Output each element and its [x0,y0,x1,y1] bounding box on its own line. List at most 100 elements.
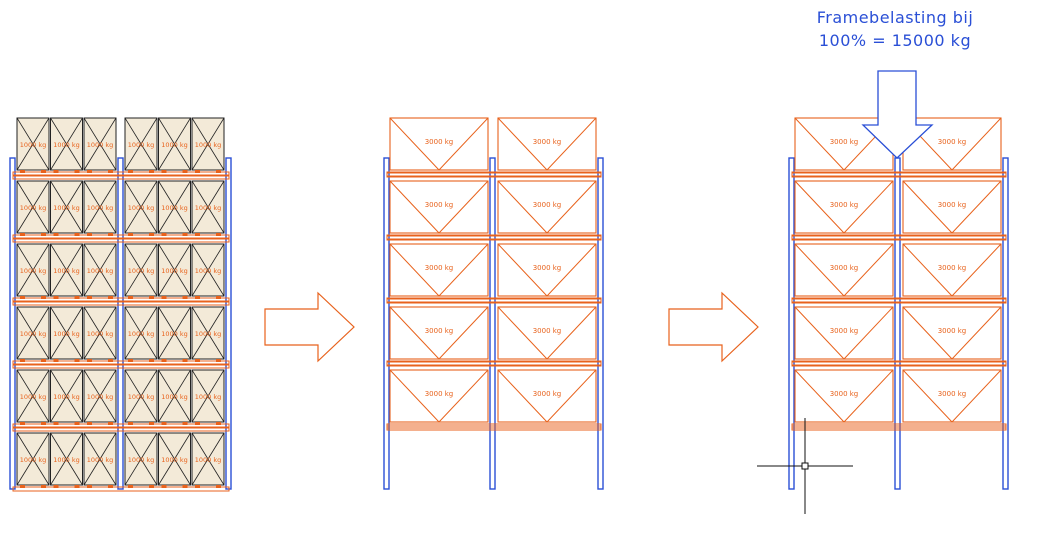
pallet-foot [195,422,200,425]
pallet-weight-label: 3000 kg [938,138,967,146]
pallet-foot [87,422,92,425]
pallet-cross-line [16,369,50,423]
pallet-foot [149,170,154,173]
pallet-large [389,306,489,360]
pallet-load-triangle [497,369,597,423]
pallet-load-triangle [497,306,597,360]
beam [791,361,1007,367]
pallet-load-triangle [902,180,1002,234]
pallet-weight-label: 3000 kg [425,138,454,146]
pallet-cross-line [124,432,158,486]
pallet-large [389,243,489,297]
pallet-load-triangle [902,243,1002,297]
pallet-weight-label: 1000 kg [195,141,222,149]
pallet-weight-label: 1000 kg [53,393,80,401]
pallet-foot [128,422,133,425]
pallet-foot [161,170,167,173]
pallet-foot [161,359,167,362]
pallet-weight-label: 1000 kg [128,141,155,149]
pallet-foot [216,422,221,425]
upright [489,157,496,490]
pallet-large [497,243,597,297]
pallet-weight-label: 3000 kg [830,390,859,398]
pallet-large [389,117,489,171]
pallet-weight-label: 1000 kg [195,330,222,338]
pallet-foot [108,296,113,299]
pallet-weight-label: 3000 kg [533,390,562,398]
beam [12,423,230,429]
pallet-large [902,243,1002,297]
pallet-cross-line [83,243,117,297]
pallet-load-triangle [497,243,597,297]
pallet-foot [41,170,46,173]
pallet-cross-line [50,180,83,234]
pallet-foot [216,170,221,173]
beam [12,300,230,306]
pallet-cross-line [158,306,191,360]
beam [386,172,602,178]
pallet-weight-label: 1000 kg [128,267,155,275]
beam [791,298,1007,304]
pallet-foot [20,233,25,236]
pallet-foot [149,296,154,299]
upright [894,157,901,490]
pallet-foot [161,296,167,299]
pallet-weight-label: 1000 kg [20,204,47,212]
pallet-weight-label: 1000 kg [195,456,222,464]
pallet-weight-label: 3000 kg [533,327,562,335]
pallet-load-triangle [497,117,597,171]
pallet-foot [74,422,80,425]
pallet-cross-line [83,432,117,486]
pallet-large [902,180,1002,234]
upright [1002,157,1009,490]
load-annotation-line1: Framebelasting bij [816,8,974,27]
upright [383,157,390,490]
pallet-load-triangle [902,369,1002,423]
pallet-large [794,243,894,297]
pallet-foot [149,233,154,236]
pallet-weight-label: 1000 kg [53,141,80,149]
pallet-load-triangle [389,117,489,171]
pallet-foot [216,359,221,362]
pallet-foot [53,296,59,299]
pallet-foot [108,485,113,488]
upright [225,157,232,490]
beam [12,234,230,240]
pallet-cross-line [191,243,225,297]
pallet-cross-line [191,180,225,234]
pallet-foot [41,359,46,362]
pallet-foot [41,485,46,488]
pallet-foot [108,170,113,173]
pallet-foot [195,296,200,299]
beam [12,360,230,366]
pallet-foot [41,296,46,299]
pallet-cross-line [124,180,158,234]
pallet-weight-label: 1000 kg [53,456,80,464]
pallet-foot [216,485,221,488]
beam [12,486,230,492]
pallet-foot [87,170,92,173]
pallet-weight-label: 3000 kg [425,327,454,335]
pallet-weight-label: 3000 kg [830,264,859,272]
pallet-foot [182,170,188,173]
pallet-weight-label: 1000 kg [87,141,114,149]
pallet-cross-line [83,306,117,360]
pallet-weight-label: 1000 kg [53,267,80,275]
beam [386,361,602,367]
upright [9,157,16,490]
pallet-foot [182,422,188,425]
pallet-weight-label: 3000 kg [830,138,859,146]
pallet-weight-label: 3000 kg [533,201,562,209]
transition-arrow-1 [264,291,355,363]
pallet-cross-line [16,306,50,360]
beam [12,426,230,432]
pallet-foot [87,359,92,362]
pallet-foot [20,422,25,425]
pallet-weight-label: 1000 kg [161,267,188,275]
pallet-cross-line [158,117,191,171]
pallet-cross-line [191,369,225,423]
pallet-weight-label: 1000 kg [128,330,155,338]
beam [791,172,1007,178]
pallet-foot [161,485,167,488]
pallet-foot [108,233,113,236]
